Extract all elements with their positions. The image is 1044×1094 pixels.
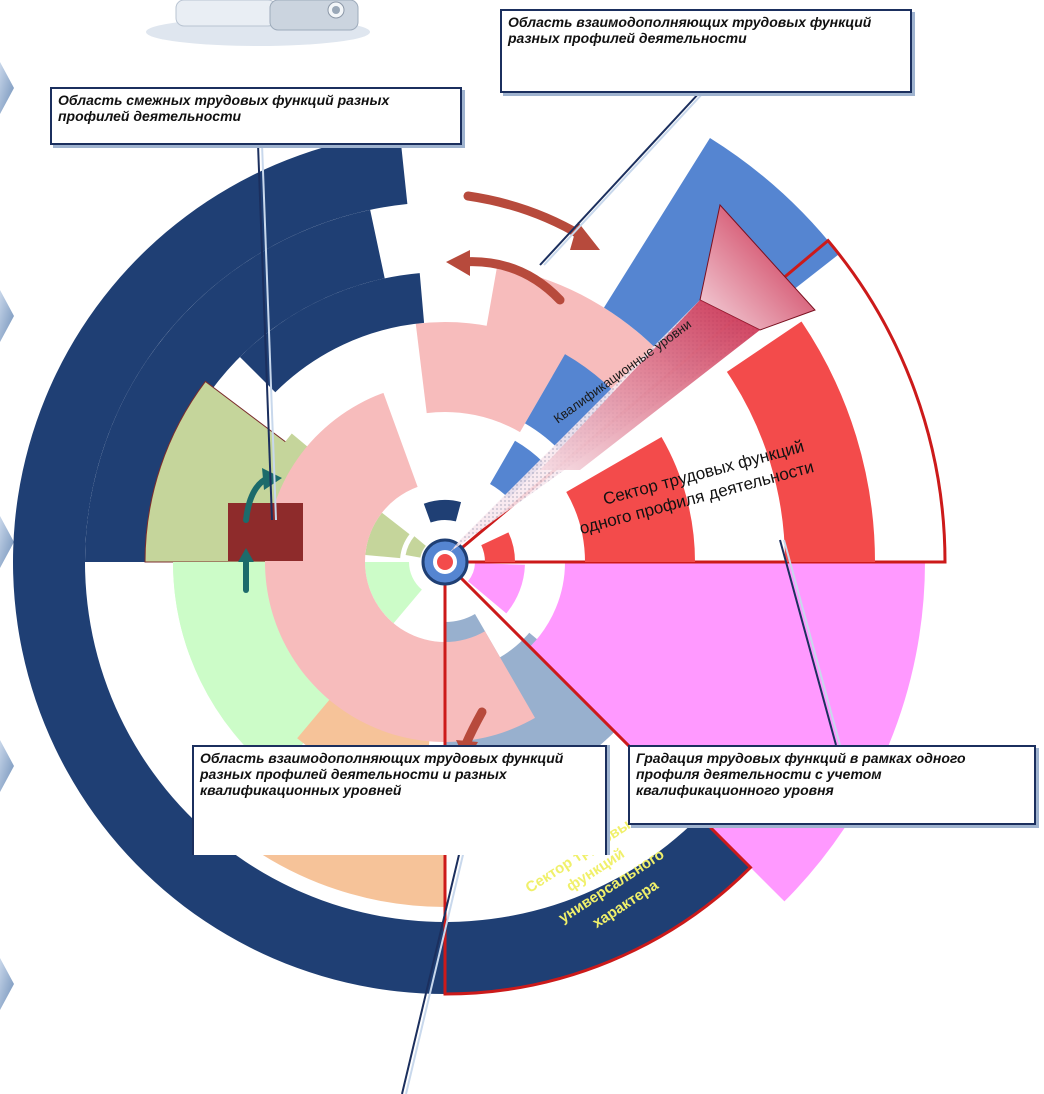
pink-ring-lower — [265, 562, 535, 742]
blue-sector-mid — [525, 354, 624, 455]
olive-sector-core — [405, 536, 426, 558]
teal-arrow-up-head — [238, 548, 254, 562]
navy-inner-arc — [239, 273, 425, 393]
arrow-head-top — [570, 222, 600, 250]
arrow-curve-top — [463, 191, 587, 241]
arrow-head-return — [446, 250, 470, 276]
universal-outer-ring — [13, 132, 751, 995]
red-band-mid — [566, 437, 695, 562]
magenta-sector-inner — [467, 563, 525, 614]
single-profile-outline — [440, 238, 947, 564]
blue-sector-inner — [490, 440, 544, 499]
red-band-outer — [726, 321, 875, 562]
pink-ring-left — [265, 392, 418, 562]
red-band-inner — [481, 532, 515, 562]
navy-small-block — [423, 499, 462, 523]
qualification-arrow-body — [540, 300, 760, 470]
side-tab-icon[interactable] — [0, 62, 14, 1010]
mint-sector-edge — [173, 562, 229, 656]
olive-sector-inner — [365, 512, 410, 559]
mint-sector-inner — [365, 562, 422, 624]
center-dot — [437, 554, 453, 570]
callout-gradation: Градация трудовых функций в рамках одног… — [628, 745, 1036, 825]
leader-lines — [257, 91, 837, 1094]
teal-arrow-head — [262, 468, 282, 490]
callout-complementary-functions: Область взаимодополняющих трудовых функц… — [500, 9, 912, 93]
universal-sector-outline — [443, 558, 753, 996]
callout-complementary-levels: Область взаимодополняющих трудовых функц… — [192, 745, 607, 855]
brown-adjacent-block — [228, 503, 303, 561]
callout-adjacent-functions: Область смежных трудовых функций разных … — [50, 87, 462, 145]
camera-icon — [146, 0, 370, 46]
arrow-curve-return — [457, 257, 565, 305]
